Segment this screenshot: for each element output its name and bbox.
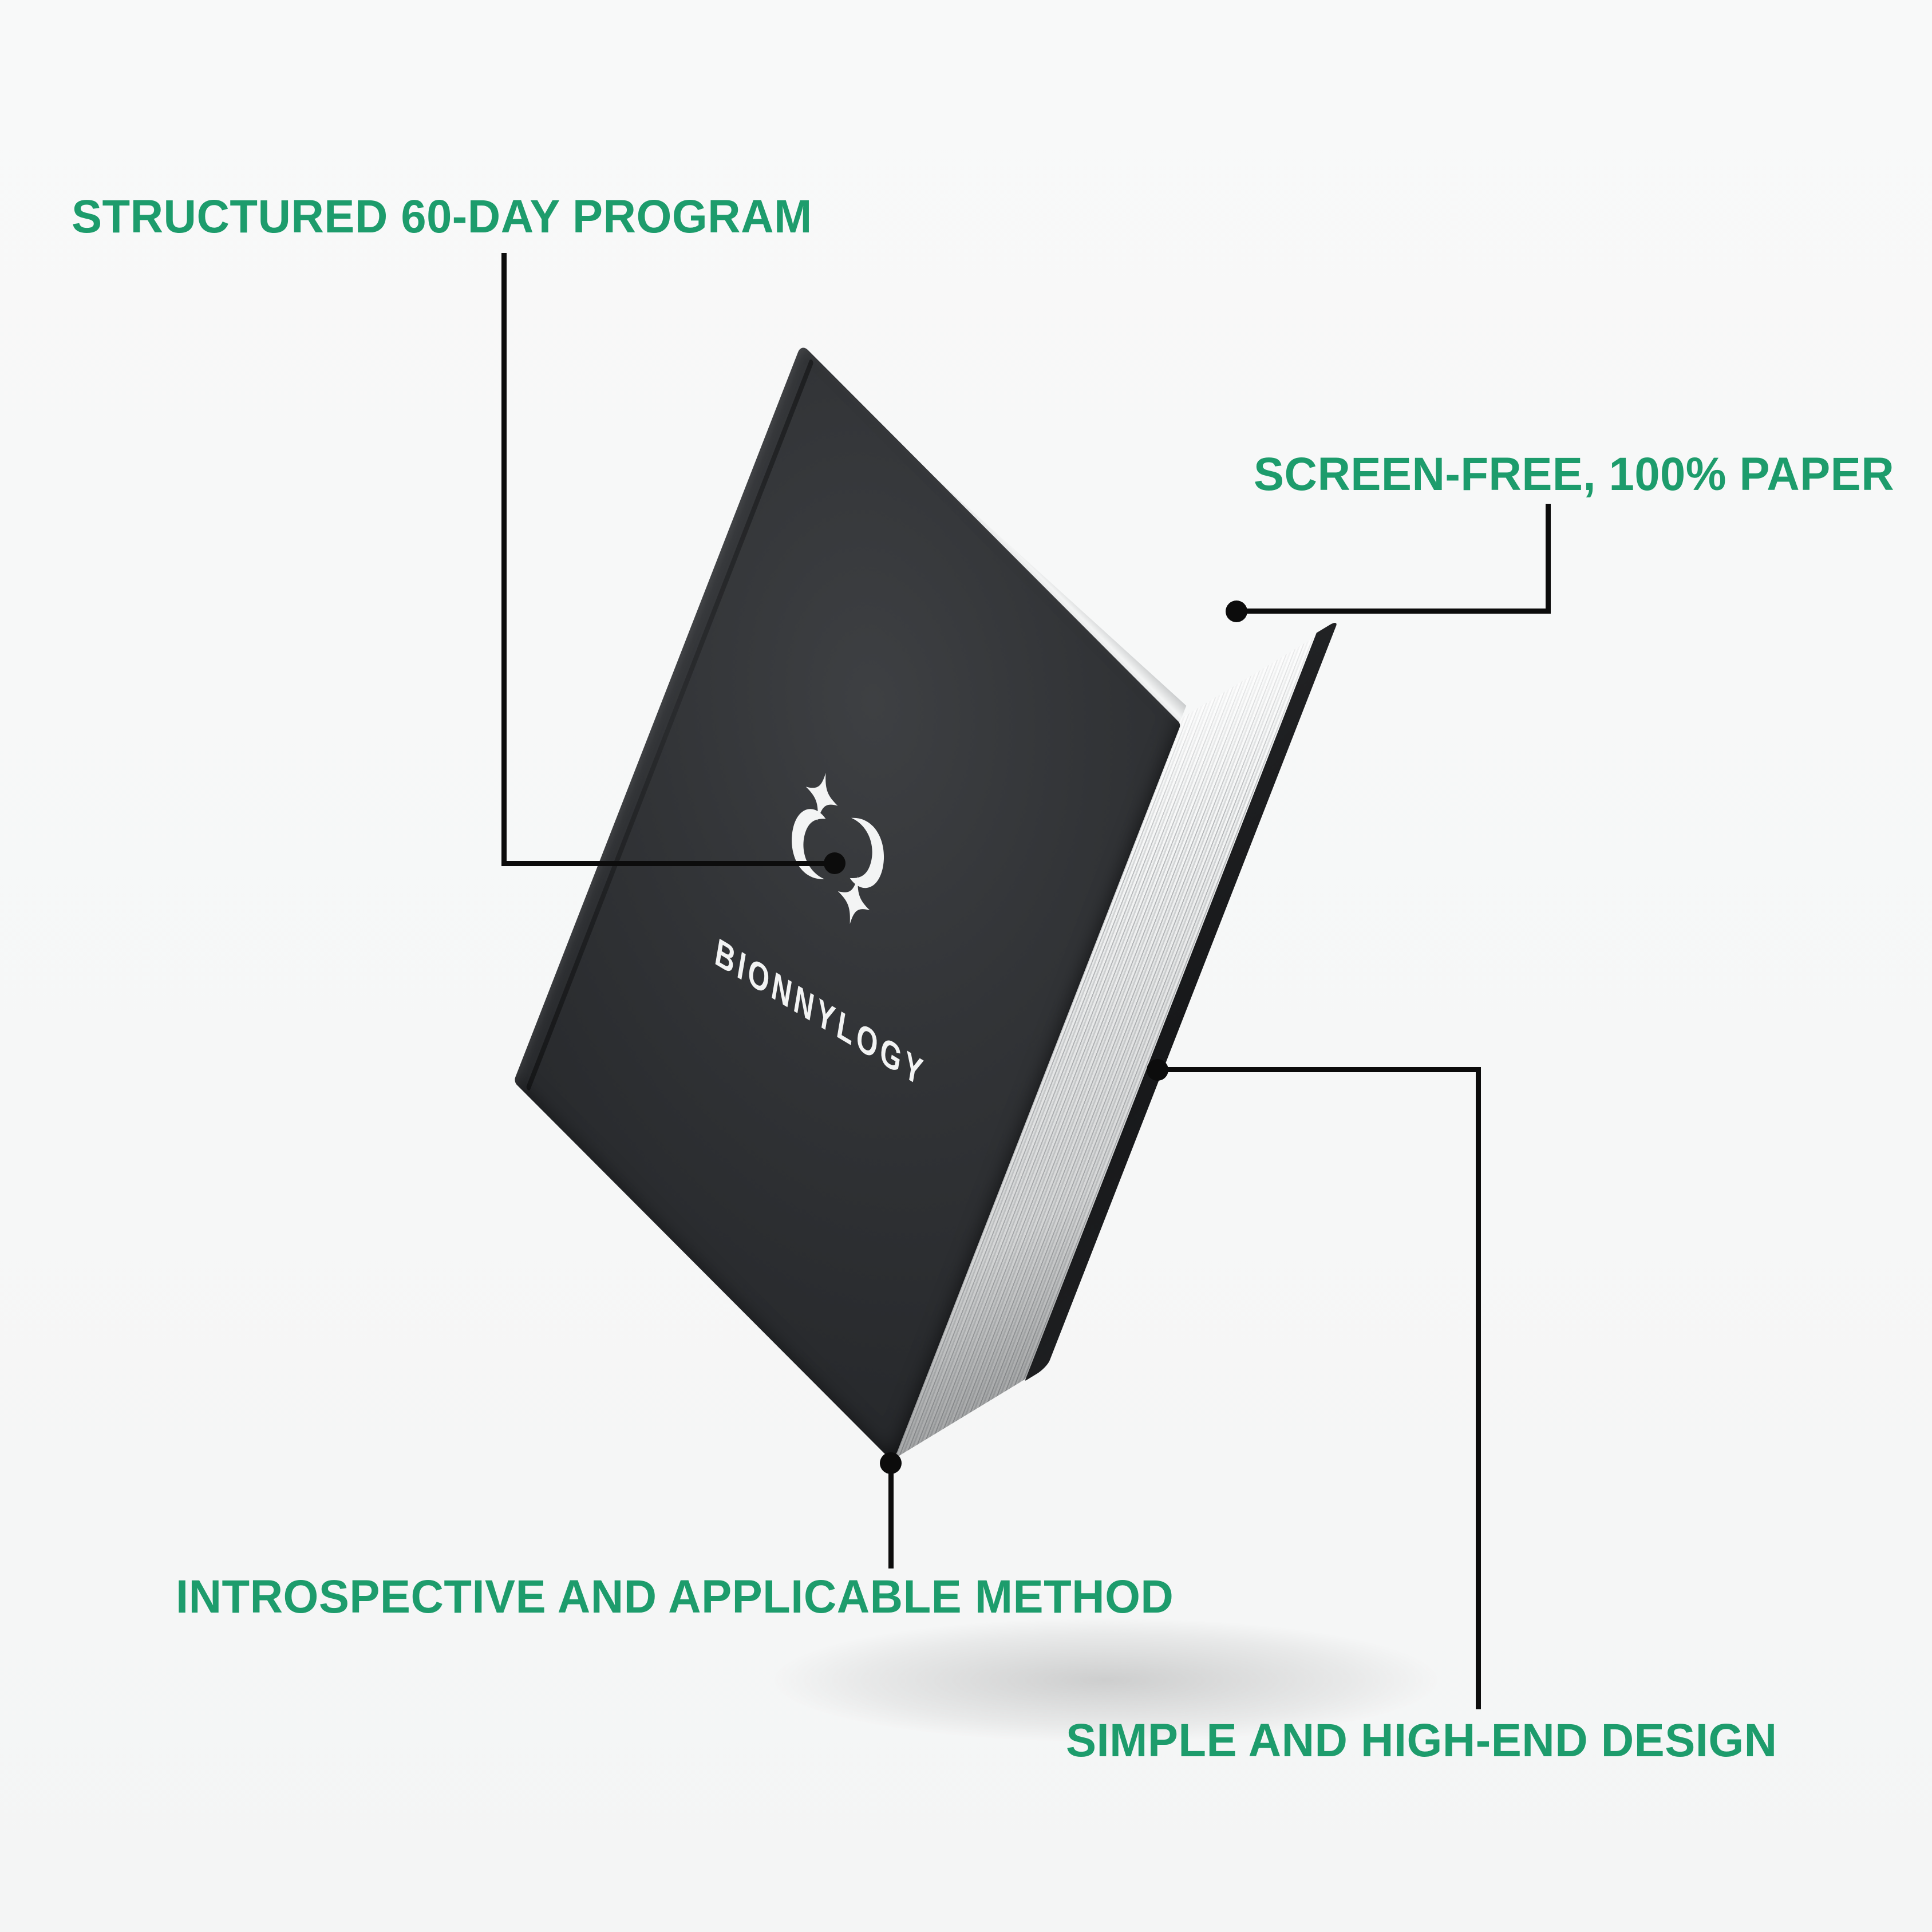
callout-dot xyxy=(1226,600,1247,622)
book-title: BIONNYLOGY xyxy=(712,930,929,1096)
callout-label-high-end-design: SIMPLE AND HIGH-END DESIGN xyxy=(1066,1714,1777,1767)
callout-dot xyxy=(880,1452,902,1474)
callout-line-vertical xyxy=(888,1471,894,1568)
callout-dot xyxy=(824,852,846,874)
callout-label-introspective-method: INTROSPECTIVE AND APPLICABLE METHOD xyxy=(176,1571,1174,1623)
book-front-cover: BIONNYLOGY xyxy=(513,343,1181,1463)
callout-line-horizontal xyxy=(1157,1067,1481,1072)
callout-line-horizontal xyxy=(1236,609,1551,614)
callout-line-horizontal xyxy=(501,861,835,866)
book: BIONNYLOGY xyxy=(513,343,1339,1463)
book-shadow xyxy=(704,1597,1597,1763)
callout-line-vertical xyxy=(501,253,507,863)
callout-label-structured-program: STRUCTURED 60-DAY PROGRAM xyxy=(72,191,812,243)
callout-label-screen-free: SCREEN-FREE, 100% PAPER xyxy=(1254,448,1895,500)
callout-line-vertical xyxy=(1546,504,1551,614)
sparkle-crescent-logo-icon xyxy=(792,773,884,924)
callout-line-vertical xyxy=(1476,1067,1481,1709)
